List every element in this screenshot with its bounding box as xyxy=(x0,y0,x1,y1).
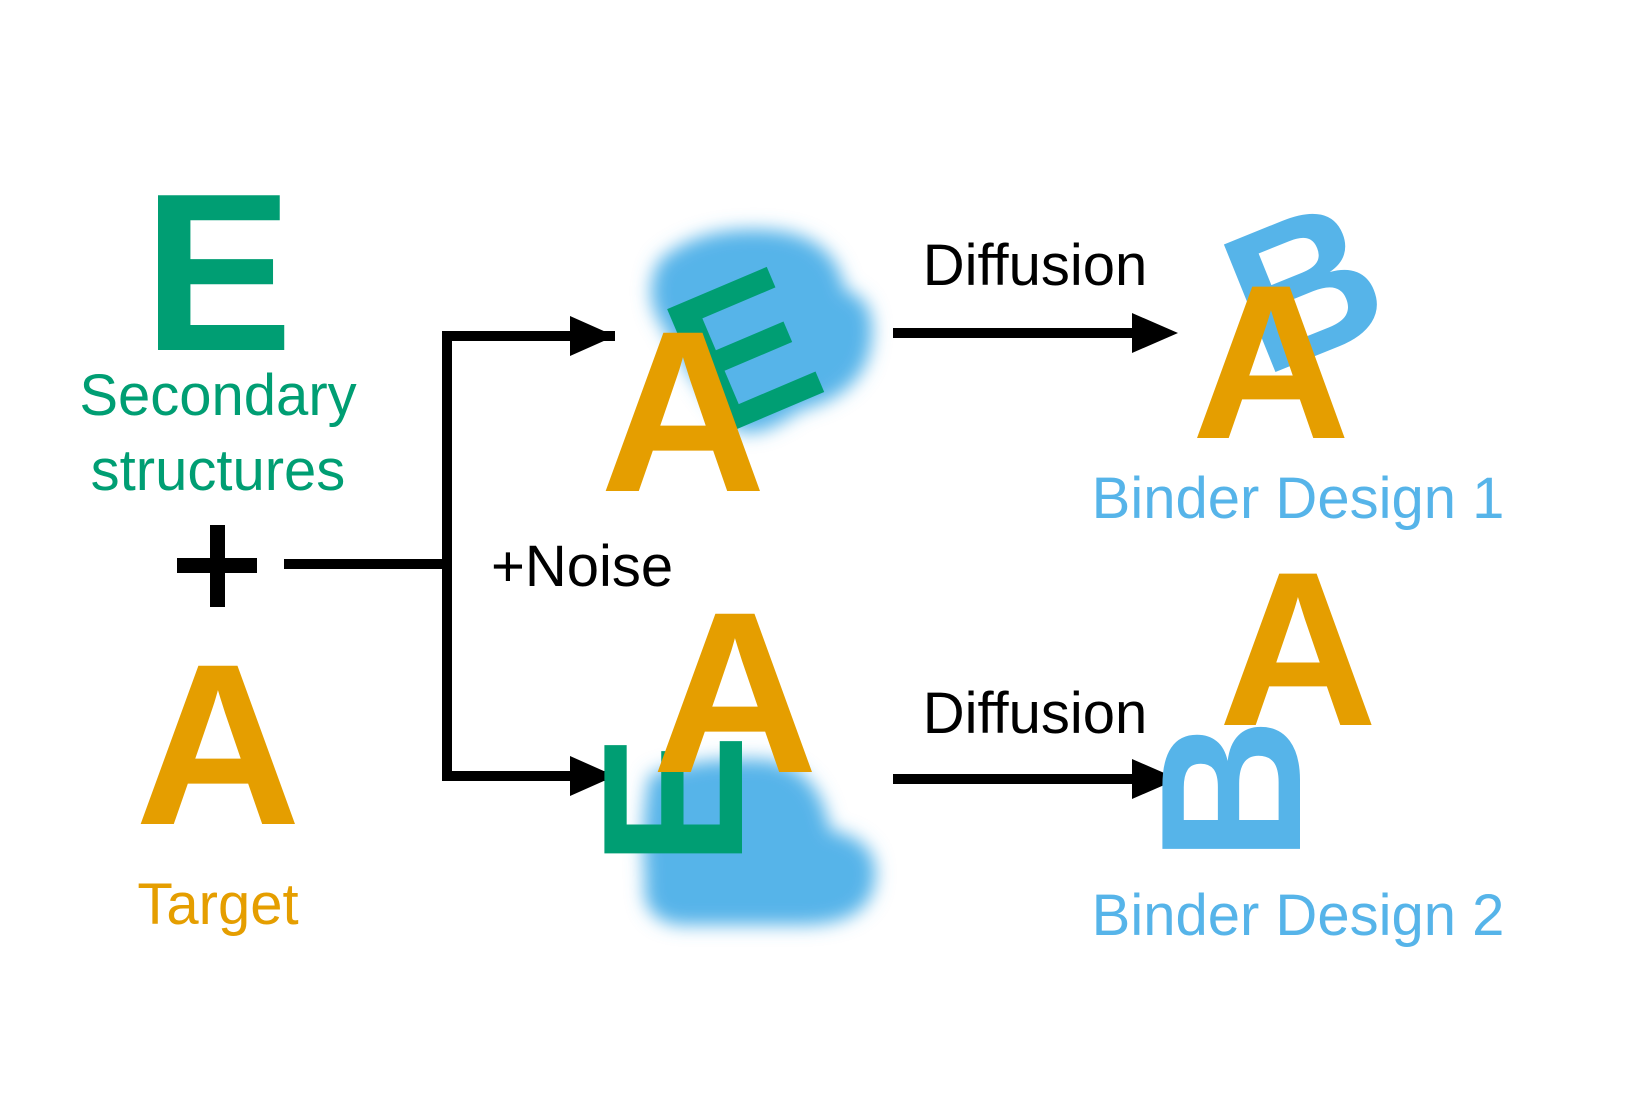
diffusion-label-bottom: Diffusion xyxy=(923,681,1148,746)
branch-bottom-arrowhead xyxy=(570,756,615,796)
binder-design-2: A B Binder Design 2 xyxy=(1092,526,1505,948)
noised-complex-top: E A xyxy=(600,223,873,540)
diffusion-arrow-bottom xyxy=(893,759,1178,799)
target-label: Target xyxy=(137,872,298,937)
noised-complex-bottom: E A xyxy=(562,564,876,925)
noise-label: +Noise xyxy=(491,534,673,599)
branch-connector xyxy=(284,331,615,781)
target-letter-design-1: A xyxy=(1192,239,1351,485)
branch-top-arrowhead xyxy=(570,316,615,356)
noise-blur-top xyxy=(651,229,873,433)
target-letter-design-2: A xyxy=(1219,526,1378,772)
binder-design-2-label: Binder Design 2 xyxy=(1092,883,1505,948)
secondary-structures-label-line2: structures xyxy=(91,438,346,503)
noised-target-letter-top: A xyxy=(600,283,766,540)
binder-design-1-label: Binder Design 1 xyxy=(1092,466,1505,531)
diffusion-label-top: Diffusion xyxy=(923,233,1148,298)
secondary-structures-label-line1: Secondary xyxy=(79,363,356,428)
target-letter: A xyxy=(135,616,301,873)
noised-target-letter-bottom: A xyxy=(652,564,818,821)
binder-design-1: B A Binder Design 1 xyxy=(1092,156,1505,531)
plus-icon xyxy=(177,525,257,607)
noised-secondary-letter-bottom: E xyxy=(562,733,785,866)
branch-arrowheads xyxy=(570,316,615,796)
noise-blur-bottom xyxy=(643,759,876,925)
binder-letter-design-2: B xyxy=(1120,718,1343,862)
secondary-structure-letter: E xyxy=(143,146,293,398)
diffusion-arrow-top xyxy=(893,313,1178,353)
